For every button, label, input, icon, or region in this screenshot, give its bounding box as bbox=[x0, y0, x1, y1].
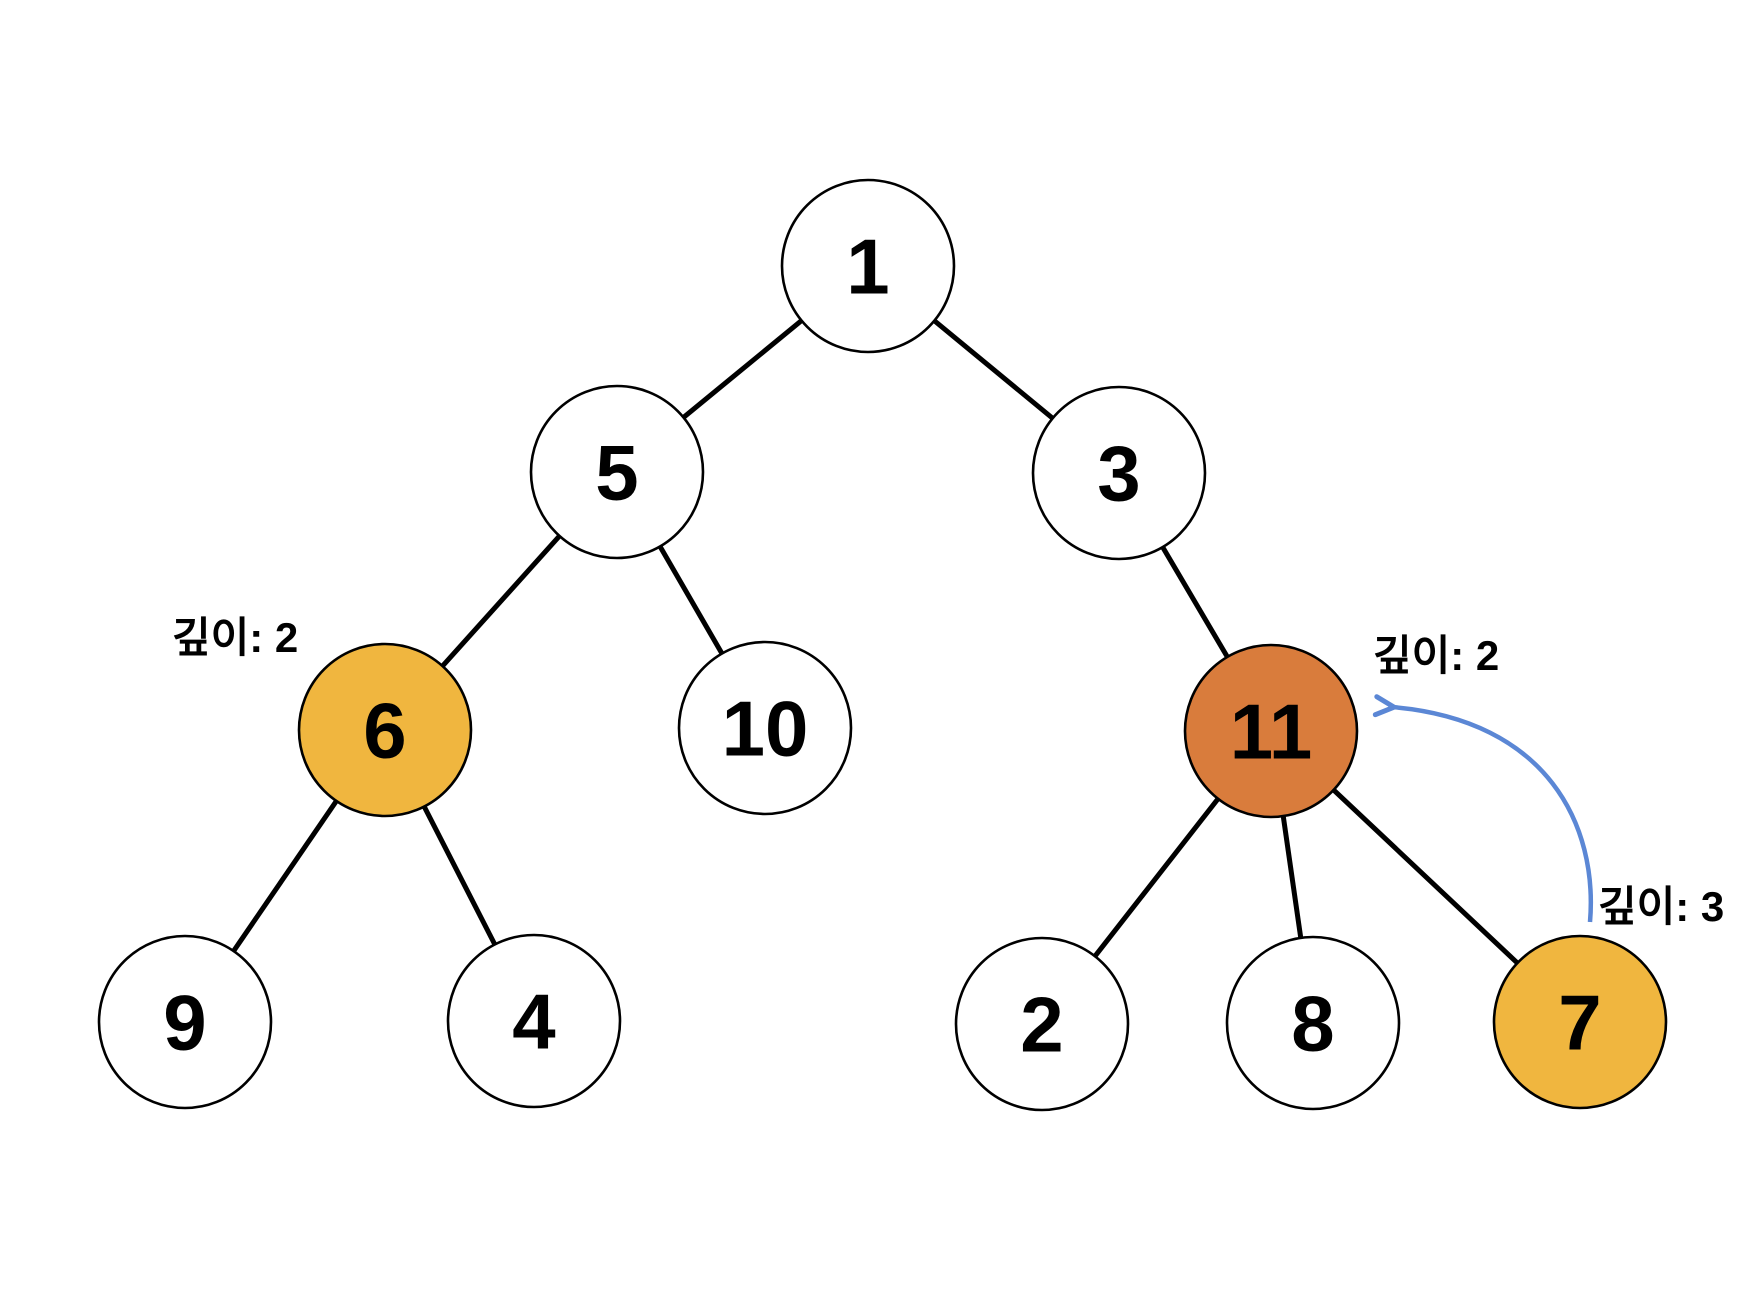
node-circle-7 bbox=[1492, 934, 1668, 1110]
depth-label-node-7: 깊이: 3 bbox=[1598, 883, 1724, 930]
node-circle-4 bbox=[446, 933, 622, 1109]
tree-node-11: 11 bbox=[1183, 643, 1359, 819]
node-value-7: 7 bbox=[1558, 978, 1601, 1066]
node-value-6: 6 bbox=[363, 686, 406, 774]
node-circle-2 bbox=[954, 936, 1130, 1112]
tree-nodes: 1 5 3 6 10 11 9 4 2 8 7 bbox=[97, 178, 1668, 1112]
node-value-10: 10 bbox=[722, 684, 809, 772]
tree-node-1: 1 bbox=[780, 178, 956, 354]
node-value-5: 5 bbox=[595, 428, 638, 516]
node-value-1: 1 bbox=[846, 222, 889, 310]
node-circle-3 bbox=[1031, 385, 1207, 561]
node-circle-8 bbox=[1225, 935, 1401, 1111]
node-value-2: 2 bbox=[1020, 980, 1063, 1068]
node-value-11: 11 bbox=[1230, 687, 1312, 775]
node-value-3: 3 bbox=[1097, 429, 1140, 517]
tree-node-10: 10 bbox=[677, 640, 853, 816]
node-circle-10 bbox=[677, 640, 853, 816]
node-circle-5 bbox=[529, 384, 705, 560]
depth-arrow-7-to-11 bbox=[1372, 694, 1594, 923]
node-value-9: 9 bbox=[163, 978, 206, 1066]
depth-label-node-6: 깊이: 2 bbox=[172, 614, 298, 661]
annotations: 깊이: 2 깊이: 2 깊이: 3 bbox=[172, 614, 1724, 930]
depth-label-node-11: 깊이: 2 bbox=[1373, 632, 1499, 679]
tree-node-2: 2 bbox=[954, 936, 1130, 1112]
tree-node-8: 8 bbox=[1225, 935, 1401, 1111]
node-circle-1 bbox=[780, 178, 956, 354]
tree-node-4: 4 bbox=[446, 933, 622, 1109]
node-value-8: 8 bbox=[1291, 979, 1334, 1067]
node-circle-9 bbox=[97, 934, 273, 1110]
node-circle-11 bbox=[1183, 643, 1359, 819]
tree-node-7: 7 bbox=[1492, 934, 1668, 1110]
tree-node-3: 3 bbox=[1031, 385, 1207, 561]
tree-node-9: 9 bbox=[97, 934, 273, 1110]
node-circle-6 bbox=[297, 642, 473, 818]
node-value-4: 4 bbox=[512, 977, 555, 1065]
tree-node-5: 5 bbox=[529, 384, 705, 560]
tree-node-6: 6 bbox=[297, 642, 473, 818]
